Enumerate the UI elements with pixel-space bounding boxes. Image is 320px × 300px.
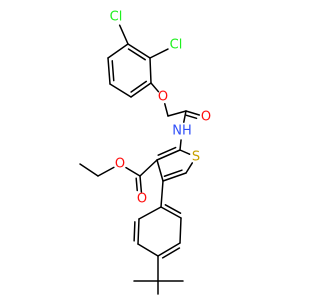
bond-cam-o2 <box>185 110 201 116</box>
atom-label-o-ether: O <box>158 90 168 105</box>
bond-e1-e2 <box>79 163 99 177</box>
atom-label-o-amide: O <box>201 110 211 125</box>
bond-ch2-cam <box>167 110 187 117</box>
bond-t5-t4 <box>162 172 187 182</box>
bond-t2-s1 <box>179 149 191 155</box>
bond-t3-cest <box>139 159 158 177</box>
bond-a1-a2 <box>127 43 151 59</box>
bond-a4-a5 <box>109 83 132 98</box>
bond-t5-t4-second <box>163 169 183 178</box>
bond-p5-p6 <box>137 218 140 245</box>
bond-s1-t5 <box>185 162 194 174</box>
bond-t3-t2-second <box>157 146 177 156</box>
bond-p6-p1 <box>138 206 162 220</box>
bond-t4-t3 <box>156 159 164 182</box>
bond-cest-o3 <box>139 175 143 193</box>
bond-p2-p3 <box>179 217 182 244</box>
bond-t3-t2 <box>156 149 181 161</box>
bond-p4-p5 <box>137 243 159 257</box>
bond-a2-a3 <box>149 57 152 84</box>
atom-label-cl-top: Cl <box>110 10 123 25</box>
bond-cam-o2-second <box>185 114 198 120</box>
bond-p3-p4 <box>157 242 181 257</box>
atom-label-cl-ortho: Cl <box>170 38 183 53</box>
bond-o4-e1 <box>97 166 115 177</box>
bond-a3-a4-second <box>130 80 148 93</box>
bond-o1-ch2 <box>164 103 169 117</box>
bond-a3-a4 <box>130 82 152 98</box>
bond-n1-t2 <box>179 139 182 151</box>
bond-cest-o3-second <box>135 177 138 192</box>
bond-a5-a6-second <box>111 60 115 82</box>
bond-cam-n1 <box>183 110 187 123</box>
atom-label-o-ester-single: O <box>115 157 125 172</box>
atom-label-nh: NH <box>172 124 192 139</box>
bond-p5-p6-second <box>133 221 136 242</box>
bond-p3-p4-second <box>161 247 181 259</box>
atom-label-s-ring: S <box>192 150 200 165</box>
bond-a3-o1 <box>150 82 160 93</box>
bond-t4-p1 <box>160 180 164 208</box>
bond-layer <box>79 24 201 295</box>
bond-p1-p2-second <box>164 204 182 214</box>
bond-a1-cl1 <box>118 24 129 45</box>
bond-p1-p2 <box>160 206 182 219</box>
bond-a2-cl2 <box>149 48 169 59</box>
bond-cest-o4 <box>125 166 141 177</box>
atom-label-o-ester-carbonyl: O <box>137 192 147 207</box>
bond-a6-a1 <box>107 43 129 59</box>
bond-a5-a6 <box>107 57 111 85</box>
bond-a1-a2-second <box>127 48 146 61</box>
